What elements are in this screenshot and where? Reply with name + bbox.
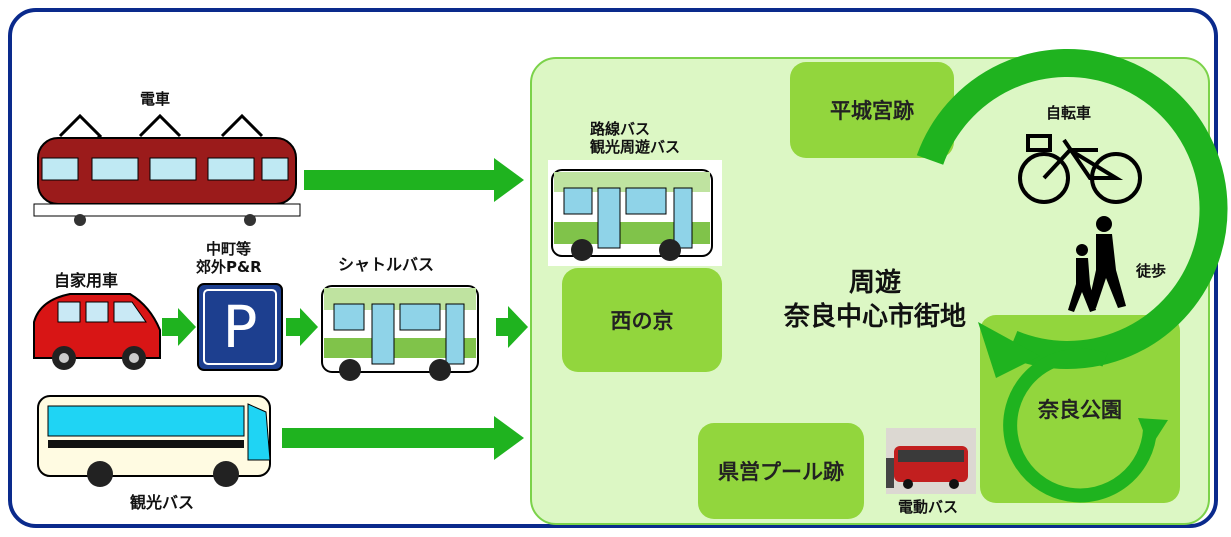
park-ride-label-2: 郊外P&R: [196, 258, 262, 276]
electric-bus-photo: [886, 428, 976, 494]
route-bus-label-2: 観光周遊バス: [590, 138, 681, 156]
electric-bus-label: 電動バス: [898, 498, 959, 516]
shuttle-bus-icon: [321, 285, 479, 381]
circulation-arrow: [916, 48, 1228, 378]
train-label: 電車: [140, 90, 171, 108]
walking-people-icon: [1068, 216, 1126, 312]
walking-label: 徒歩: [1136, 262, 1167, 280]
arrow-train: [304, 158, 524, 202]
car-label: 自家用車: [54, 271, 119, 290]
train-icon: [33, 113, 301, 226]
bicycle-label: 自転車: [1046, 104, 1092, 122]
shuttle-bus-label: シャトルバス: [338, 255, 435, 274]
spot-nishinokyo: 西の京: [562, 268, 722, 372]
spot-pool: 県営プール跡: [698, 423, 864, 519]
car-icon: [33, 293, 161, 370]
park-ride-label-1: 中町等: [206, 240, 252, 258]
arrow-parking-to-shuttle: [286, 308, 318, 346]
arrow-car-to-parking: [162, 308, 196, 346]
park-circulation-arrow: [1003, 348, 1168, 503]
arrow-tour-bus: [282, 416, 524, 460]
tour-bus-label: 観光バス: [130, 493, 195, 512]
parking-letter: P: [222, 293, 258, 361]
center-title-line1: 周遊: [848, 268, 901, 298]
route-bus-label-1: 路線バス: [590, 120, 651, 138]
route-bus-icon: [548, 160, 722, 266]
arrow-shuttle-to-zone: [496, 306, 528, 348]
parking-sign-icon: [197, 283, 283, 371]
tour-bus-icon: [37, 395, 271, 487]
center-title: 周遊 奈良中心市街地: [770, 266, 980, 334]
center-title-line2: 奈良中心市街地: [783, 302, 966, 332]
bicycle-icon: [1018, 134, 1142, 204]
electric-bus-photo-graphic: [886, 428, 976, 494]
